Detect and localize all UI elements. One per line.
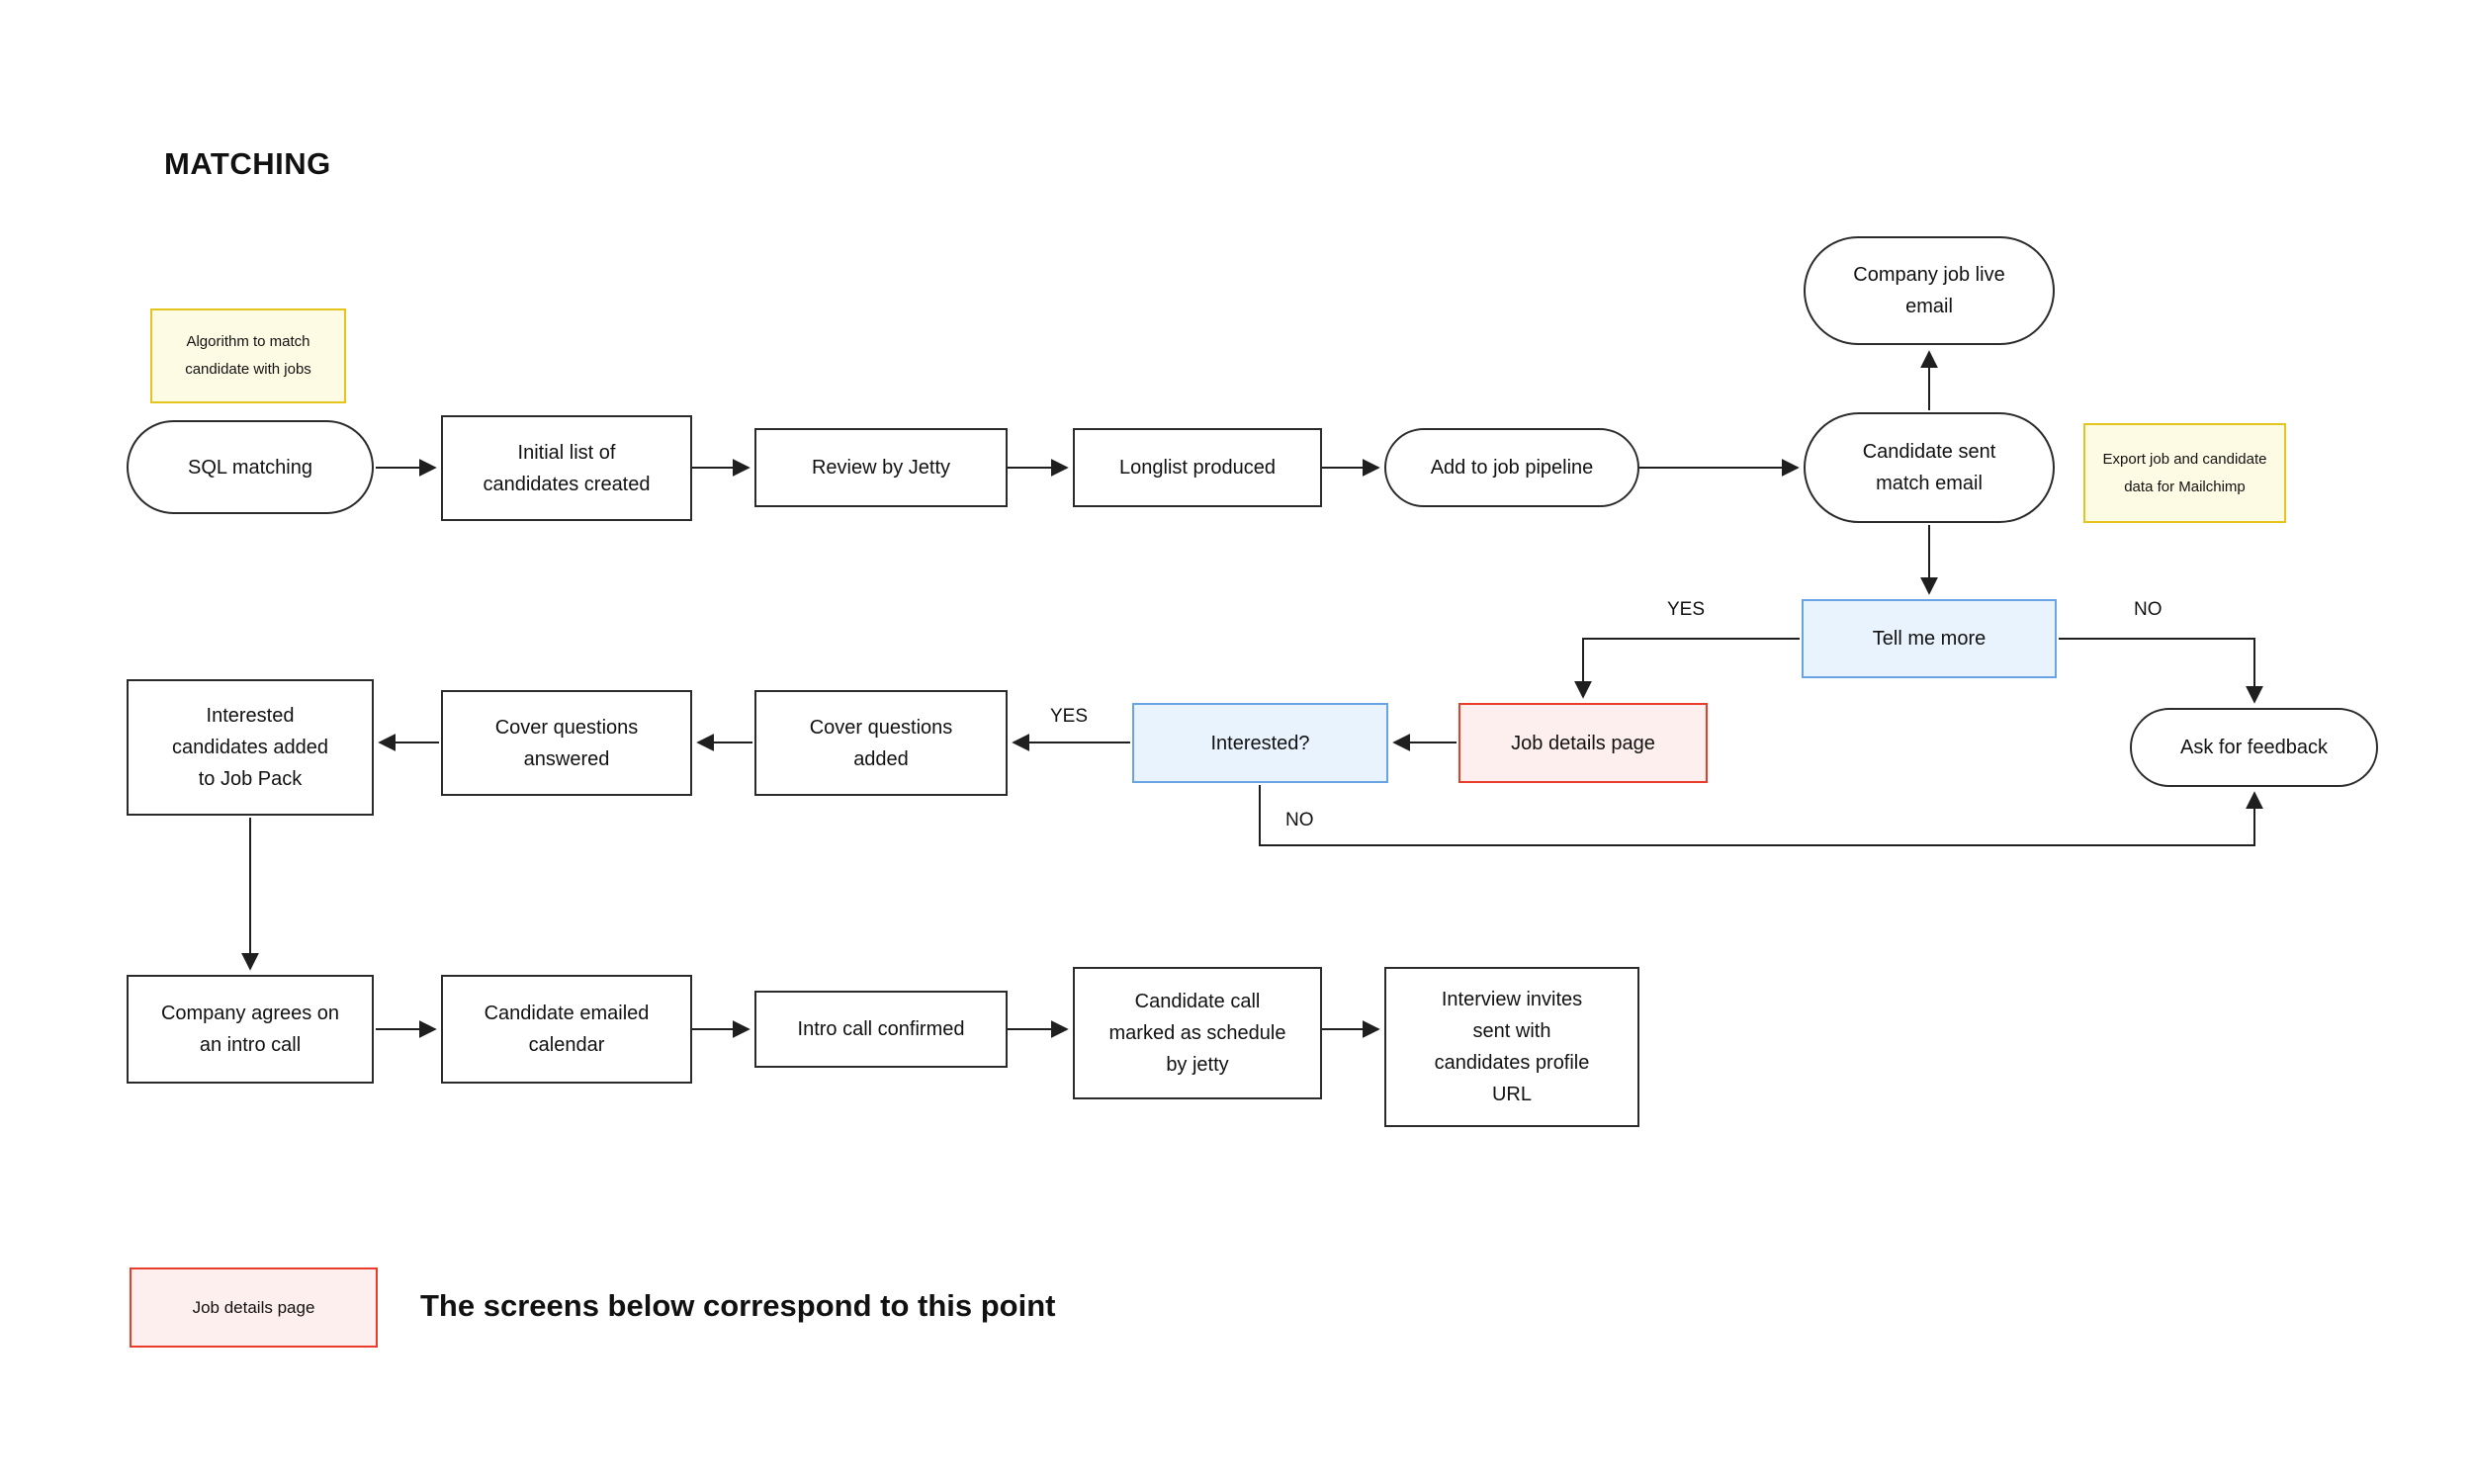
node-candidate-sent-match-email: Candidate sent match email	[1804, 412, 2055, 523]
node-initial-list: Initial list of candidates created	[441, 415, 692, 521]
node-ask-for-feedback: Ask for feedback	[2130, 708, 2378, 787]
node-company-job-live-email: Company job live email	[1804, 236, 2055, 345]
edge-tell-me-more-yes-to-job-details	[1574, 638, 1800, 699]
node-interested-question: Interested?	[1132, 703, 1388, 783]
node-interested-candidates-job-pack: Interested candidates added to Job Pack	[127, 679, 374, 816]
node-cover-questions-added: Cover questions added	[754, 690, 1008, 796]
node-sql-matching: SQL matching	[127, 420, 374, 514]
node-interview-invites-sent: Interview invites sent with candidates p…	[1384, 967, 1639, 1127]
legend-caption: The screens below correspond to this poi…	[420, 1288, 1056, 1323]
legend-job-details-page: Job details page	[130, 1267, 378, 1348]
node-company-agrees-intro-call: Company agrees on an intro call	[127, 975, 374, 1084]
node-candidate-call-marked: Candidate call marked as schedule by jet…	[1073, 967, 1322, 1099]
edge-label-no-tell-me-more: NO	[2134, 599, 2163, 620]
node-cover-questions-answered: Cover questions answered	[441, 690, 692, 796]
edge-label-no-interested: NO	[1285, 810, 1314, 830]
edge-interested-no-to-ask-feedback	[1259, 785, 2263, 846]
edge-label-yes-tell-me-more: YES	[1667, 599, 1706, 620]
node-tell-me-more: Tell me more	[1802, 599, 2057, 678]
note-algorithm-match: Algorithm to match candidate with jobs	[150, 308, 346, 403]
node-job-details-page: Job details page	[1458, 703, 1708, 783]
note-export-mailchimp: Export job and candidate data for Mailch…	[2083, 423, 2286, 523]
node-longlist-produced: Longlist produced	[1073, 428, 1322, 507]
page-title: MATCHING	[164, 146, 331, 181]
node-intro-call-confirmed: Intro call confirmed	[754, 991, 1008, 1068]
node-candidate-emailed-calendar: Candidate emailed calendar	[441, 975, 692, 1084]
node-review-by-jetty: Review by Jetty	[754, 428, 1008, 507]
node-add-to-job-pipeline: Add to job pipeline	[1384, 428, 1639, 507]
edge-tell-me-more-no-to-ask-feedback	[2059, 638, 2263, 704]
edge-label-yes-interested: YES	[1050, 706, 1089, 727]
